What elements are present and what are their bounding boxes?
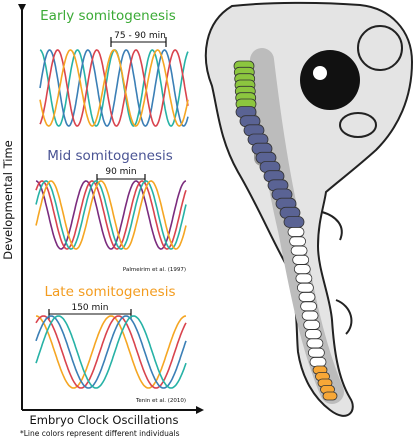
- eye-highlight: [313, 66, 327, 80]
- oscillation-line-late-4: [35, 315, 187, 389]
- period-label-late: 150 min: [71, 303, 108, 313]
- somites: [233, 60, 338, 401]
- oscillation-line-late-2: [35, 315, 187, 389]
- waves-mid: [35, 180, 187, 250]
- somite-white: [287, 227, 305, 237]
- oscillation-line-mid-4: [35, 180, 187, 250]
- panel-title-early: Early somitogenesis: [40, 8, 176, 24]
- somite-white: [292, 254, 310, 265]
- somite-white: [300, 301, 318, 312]
- axes: Developmental Time Embryo Clock Oscillat…: [1, 4, 204, 438]
- somite-white: [295, 273, 313, 284]
- somite-orange: [322, 391, 338, 401]
- waves-late: [35, 315, 187, 389]
- eye: [300, 50, 360, 110]
- embryo-tail-bud: [335, 299, 353, 335]
- somite-white: [306, 338, 324, 349]
- oscillation-line-early-4: [39, 49, 189, 127]
- otic-vesicle: [357, 25, 403, 71]
- somite-white: [309, 357, 327, 367]
- pharyngeal-arch: [339, 112, 377, 138]
- somite-white: [298, 292, 316, 302]
- citation-mid: Palmeirim et al. (1997): [123, 267, 186, 273]
- somite-white: [289, 236, 307, 247]
- y-axis-label: Developmental Time: [1, 140, 15, 259]
- somite-white: [307, 347, 325, 358]
- oscillation-line-early-2: [39, 49, 189, 127]
- oscillation-line-late-1: [35, 315, 187, 389]
- oscillation-line-late-3: [35, 315, 187, 389]
- somite-white: [301, 310, 319, 321]
- period-label-mid: 90 min: [105, 167, 136, 177]
- oscillation-line-mid-2: [35, 180, 187, 250]
- somite-white: [290, 245, 308, 256]
- embryo-illustration: [204, 1, 414, 417]
- embryo-limb-bud: [321, 211, 343, 241]
- x-axis-label: Embryo Clock Oscillations: [30, 413, 179, 427]
- panel-title-late: Late somitogenesis: [45, 284, 176, 300]
- somite-white: [293, 264, 311, 275]
- oscillation-line-early-3: [39, 49, 189, 127]
- footnote: *Line colors represent different individ…: [20, 429, 180, 438]
- panel-title-mid: Mid somitogenesis: [47, 148, 173, 164]
- somite-blue: [283, 216, 305, 228]
- oscillation-line-mid-1: [35, 180, 187, 250]
- somite-white: [303, 319, 321, 330]
- waves-early: [39, 49, 189, 127]
- period-label-early: 75 - 90 min: [114, 31, 166, 41]
- citation-late: Tenin et al. (2010): [135, 398, 186, 404]
- oscillation-line-mid-3: [35, 180, 187, 250]
- somite-white: [304, 329, 322, 340]
- somite-white: [296, 282, 314, 293]
